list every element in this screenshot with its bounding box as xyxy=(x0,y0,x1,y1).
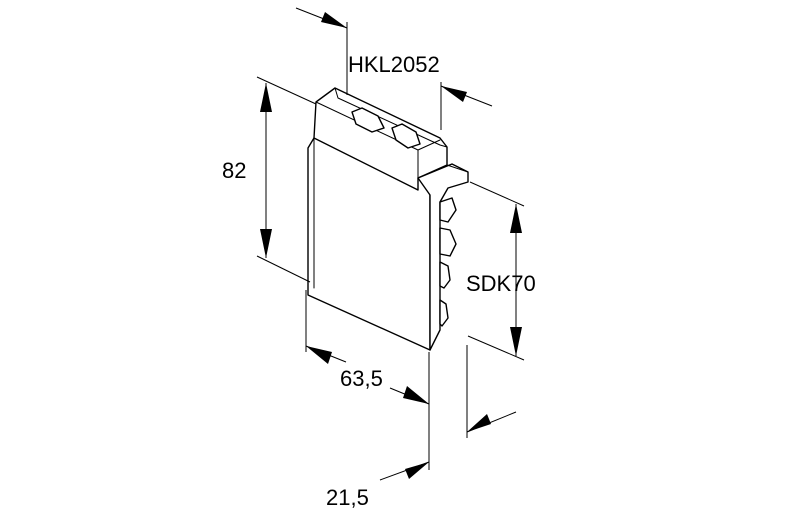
top-housing-lip xyxy=(417,139,441,151)
top-housing-rim xyxy=(334,87,448,148)
side-clip-4 xyxy=(439,299,449,327)
end-cap-part xyxy=(307,87,469,351)
dimension-sdk: SDK70 xyxy=(466,181,536,361)
part-code-label: HKL2052 xyxy=(348,52,440,77)
top-arrow-left xyxy=(321,12,347,28)
width-arrow-left xyxy=(306,346,332,364)
height-ext-bottom xyxy=(256,255,311,283)
side-flange-fold xyxy=(446,164,469,173)
height-label: 82 xyxy=(222,158,246,183)
dimension-height: 82 xyxy=(222,76,317,283)
height-ext-top xyxy=(256,76,317,105)
depth-arrow-left xyxy=(405,462,429,479)
dimension-depth: 21,5 xyxy=(326,345,517,510)
side-flange xyxy=(417,163,469,351)
sdk-ext-top xyxy=(469,181,525,207)
side-clip-1 xyxy=(439,197,457,223)
side-clip-2 xyxy=(439,227,457,257)
height-arrow-bottom xyxy=(260,229,272,258)
side-clip-3 xyxy=(439,261,451,289)
dimension-width: 63,5 xyxy=(305,290,430,412)
latch-right xyxy=(391,123,421,149)
top-arrow-right xyxy=(441,86,467,102)
width-arrow-right xyxy=(403,386,429,404)
dimension-top: HKL2052 xyxy=(295,7,493,130)
depth-label: 21,5 xyxy=(326,485,369,510)
height-arrow-top xyxy=(260,83,272,112)
sdk-arrow-top xyxy=(510,204,522,233)
sdk-ext-bottom xyxy=(467,335,525,361)
depth-arrow-right xyxy=(467,414,491,432)
sdk-arrow-bottom xyxy=(510,327,522,356)
sdk-label: SDK70 xyxy=(466,271,536,296)
latch-left xyxy=(351,107,385,133)
width-label: 63,5 xyxy=(340,366,383,391)
